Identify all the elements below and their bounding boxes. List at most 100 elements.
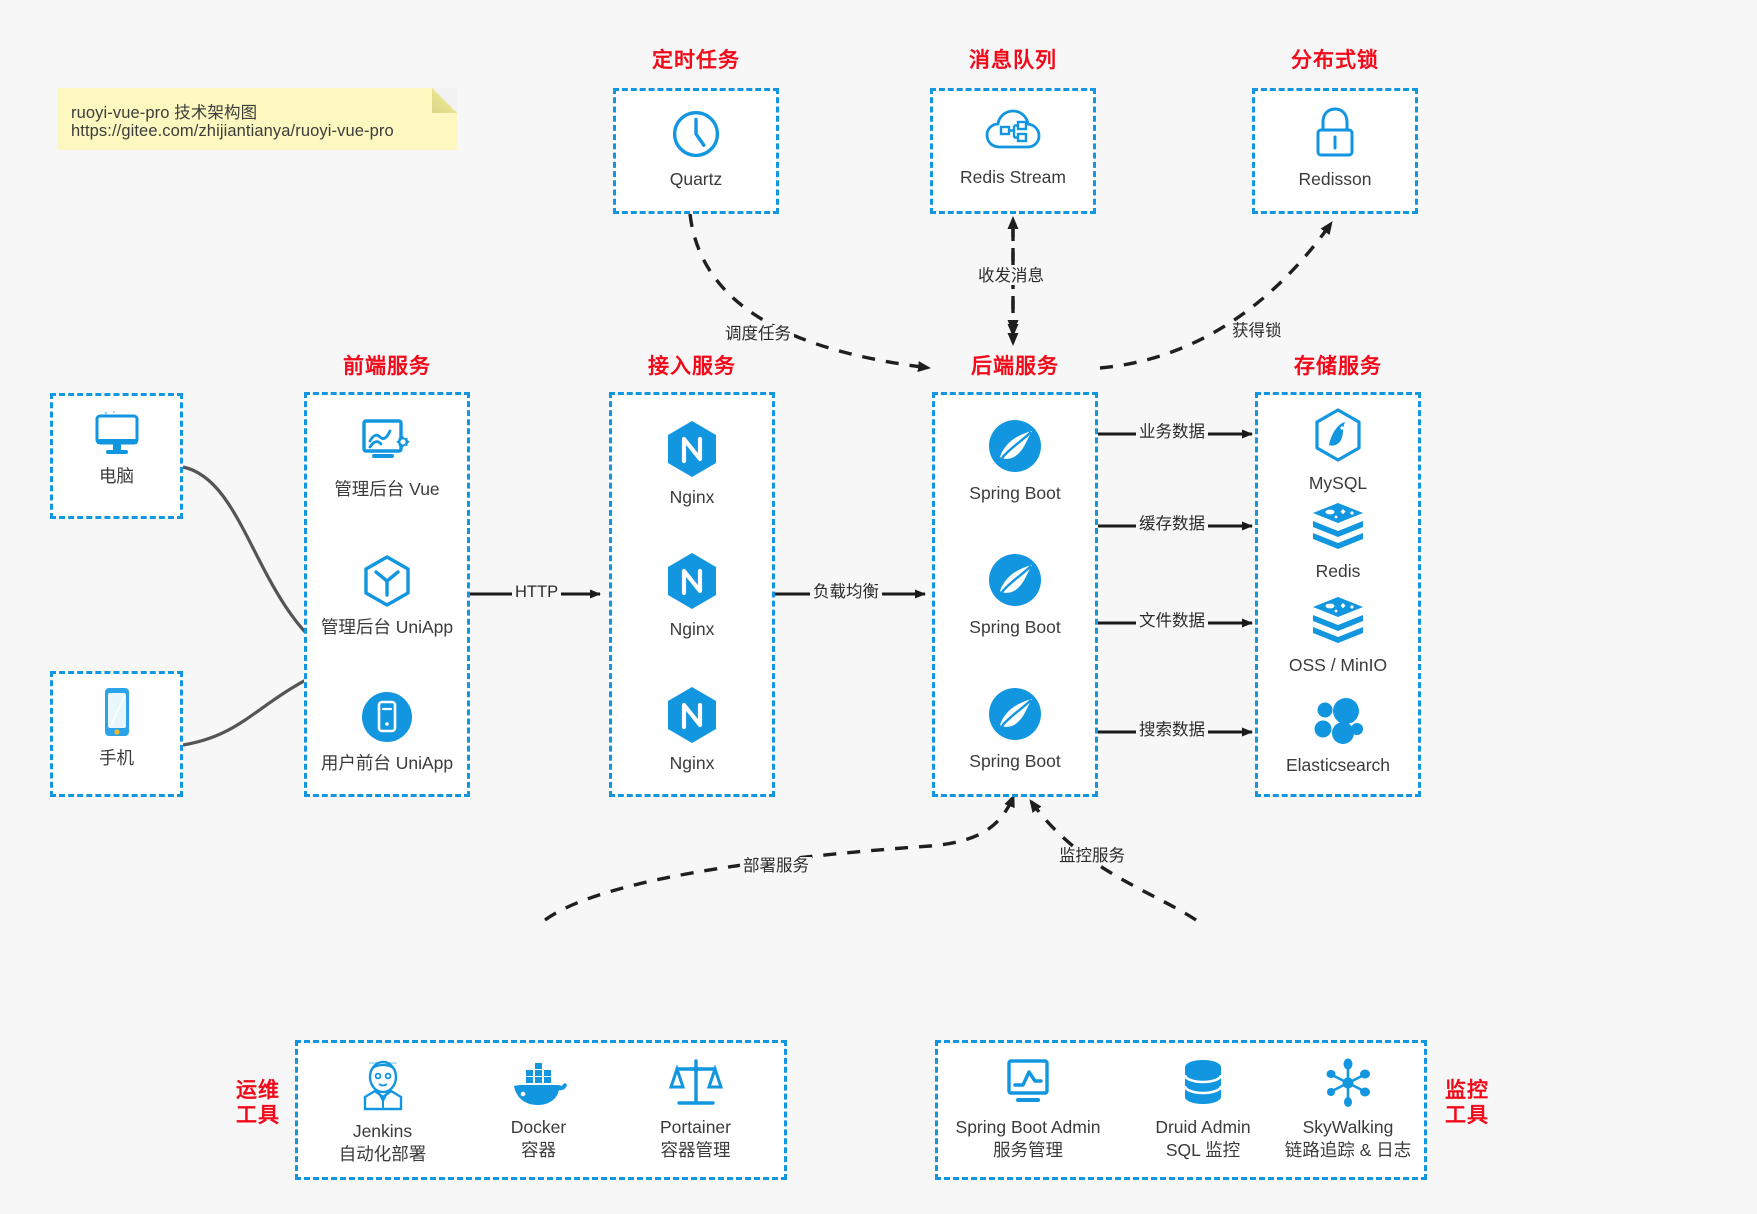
database-icon — [1177, 1057, 1229, 1109]
node-druid-admin[interactable]: Druid Admin SQL 监控 — [1113, 1057, 1293, 1162]
node-label: Portainer — [659, 1117, 731, 1137]
node-sublabel: 自动化部署 — [338, 1144, 427, 1165]
node-label: Spring Boot — [969, 751, 1061, 771]
group-box-storage[interactable]: MySQL Redis — [1255, 392, 1421, 797]
node-admin-uniapp[interactable]: 管理后台 UniApp — [287, 553, 487, 639]
node-nginx-3[interactable]: Nginx — [612, 685, 772, 775]
clock-icon — [669, 107, 723, 161]
edge-acquire-lock — [1099, 221, 1334, 370]
monitor-chart-icon — [1001, 1057, 1055, 1109]
lock-icon — [1310, 105, 1360, 161]
scales-icon — [668, 1057, 723, 1109]
group-title-frontend: 前端服务 — [343, 355, 431, 378]
group-box-scheduled-task[interactable]: Quartz — [613, 88, 779, 214]
node-quartz[interactable]: Quartz — [616, 107, 776, 191]
group-box-backend[interactable]: Spring Boot Spring Boot Spring Boot — [932, 392, 1098, 797]
node-label: Spring Boot — [969, 617, 1061, 637]
group-title-distributed-lock: 分布式锁 — [1291, 49, 1379, 72]
group-box-devops[interactable]: Jenkins 自动化部署 Docker 容器 — [295, 1040, 787, 1180]
redis-stack-icon — [1310, 501, 1366, 553]
group-title-devops-line2: 工具 — [236, 1103, 280, 1127]
edge-label-cache-data: 缓存数据 — [1136, 515, 1208, 534]
node-oss-minio[interactable]: OSS / MinIO — [1238, 595, 1438, 677]
node-admin-vue[interactable]: 管理后台 Vue — [287, 417, 487, 501]
node-label: Spring Boot — [969, 483, 1061, 503]
group-box-monitoring[interactable]: Spring Boot Admin 服务管理 Druid Admin SQL 监… — [935, 1040, 1427, 1180]
node-sublabel: 容器 — [521, 1140, 556, 1161]
spring-boot-icon — [986, 417, 1044, 475]
group-title-monitoring-line1: 监控 — [1445, 1079, 1489, 1102]
node-spring-boot-3[interactable]: Spring Boot — [915, 685, 1115, 773]
node-label: Elasticsearch — [1285, 755, 1391, 775]
group-box-frontend[interactable]: 管理后台 Vue 管理后台 UniApp 用户前台 — [304, 392, 470, 797]
node-skywalking[interactable]: SkyWalking 链路追踪 & 日志 — [1248, 1057, 1448, 1162]
node-sublabel: 容器管理 — [660, 1140, 731, 1161]
nginx-icon — [664, 419, 720, 479]
edge-schedule-task — [688, 213, 931, 373]
group-title-devops: 运维 工具 — [228, 1079, 288, 1129]
group-title-storage: 存储服务 — [1294, 355, 1382, 378]
edge-label-monitor-service: 监控服务 — [1056, 847, 1128, 866]
node-redisson[interactable]: Redisson — [1255, 105, 1415, 191]
edge-label-schedule-task: 调度任务 — [722, 325, 794, 344]
node-redis[interactable]: Redis — [1238, 501, 1438, 583]
node-sublabel: SQL 监控 — [1165, 1140, 1241, 1161]
spring-boot-icon — [986, 685, 1044, 743]
dashboard-gear-icon — [358, 417, 416, 471]
node-label: SkyWalking — [1302, 1117, 1394, 1137]
desktop-monitor-icon — [91, 410, 143, 458]
node-jenkins[interactable]: Jenkins 自动化部署 — [310, 1057, 455, 1166]
node-spring-boot-admin[interactable]: Spring Boot Admin 服务管理 — [928, 1057, 1128, 1162]
node-label: Quartz — [669, 169, 723, 189]
jenkins-butler-icon — [357, 1057, 409, 1113]
node-label: 用户前台 UniApp — [320, 753, 454, 773]
elasticsearch-icon — [1310, 695, 1366, 747]
group-box-client-mobile[interactable]: 手机 — [50, 671, 183, 797]
node-spring-boot-1[interactable]: Spring Boot — [915, 417, 1115, 505]
redis-stack-icon — [1310, 595, 1366, 647]
node-spring-boot-2[interactable]: Spring Boot — [915, 551, 1115, 639]
group-title-monitoring-line2: 工具 — [1445, 1103, 1489, 1127]
group-title-message-queue: 消息队列 — [969, 49, 1057, 72]
note-title: ruoyi-vue-pro 技术架构图 — [71, 104, 258, 122]
node-label: Druid Admin — [1155, 1117, 1251, 1137]
group-box-message-queue[interactable]: Redis Stream — [930, 88, 1096, 214]
node-sublabel: 链路追踪 & 日志 — [1284, 1140, 1412, 1161]
node-label: 管理后台 Vue — [334, 479, 440, 499]
node-nginx-2[interactable]: Nginx — [612, 551, 772, 641]
node-label: OSS / MinIO — [1288, 655, 1388, 675]
node-mobile[interactable]: 手机 — [53, 686, 180, 770]
node-docker[interactable]: Docker 容器 — [466, 1061, 611, 1162]
edge-label-send-receive-msg: 收发消息 — [975, 267, 1047, 286]
node-nginx-1[interactable]: Nginx — [612, 419, 772, 509]
group-title-monitoring: 监控 工具 — [1437, 1079, 1497, 1129]
node-label: Nginx — [669, 487, 715, 507]
node-mysql[interactable]: MySQL — [1238, 407, 1438, 495]
node-user-uniapp[interactable]: 用户前台 UniApp — [287, 689, 487, 775]
node-redis-stream[interactable]: Redis Stream — [933, 107, 1093, 189]
mysql-icon — [1311, 407, 1365, 465]
node-label: 电脑 — [99, 466, 134, 486]
node-label: Nginx — [669, 619, 715, 639]
smartphone-icon — [97, 686, 137, 740]
cube-icon — [359, 553, 415, 609]
edge-label-business-data: 业务数据 — [1136, 423, 1208, 442]
node-pc[interactable]: 电脑 — [53, 410, 180, 488]
cloud-stream-icon — [984, 107, 1042, 159]
edge-label-search-data: 搜索数据 — [1136, 721, 1208, 740]
group-title-devops-line1: 运维 — [236, 1079, 280, 1102]
note-url: https://gitee.com/zhijiantianya/ruoyi-vu… — [71, 122, 394, 140]
node-label: Nginx — [669, 753, 715, 773]
edge-label-file-data: 文件数据 — [1136, 612, 1208, 631]
nginx-icon — [664, 551, 720, 611]
node-label: MySQL — [1308, 473, 1368, 493]
group-box-gateway[interactable]: Nginx Nginx Nginx — [609, 392, 775, 797]
node-label: Jenkins — [352, 1121, 413, 1141]
group-box-distributed-lock[interactable]: Redisson — [1252, 88, 1418, 214]
group-box-client-pc[interactable]: 电脑 — [50, 393, 183, 519]
edge-label-deploy-service: 部署服务 — [740, 857, 812, 876]
group-title-gateway: 接入服务 — [648, 355, 736, 378]
node-elasticsearch[interactable]: Elasticsearch — [1238, 695, 1438, 777]
node-portainer[interactable]: Portainer 容器管理 — [623, 1057, 768, 1162]
